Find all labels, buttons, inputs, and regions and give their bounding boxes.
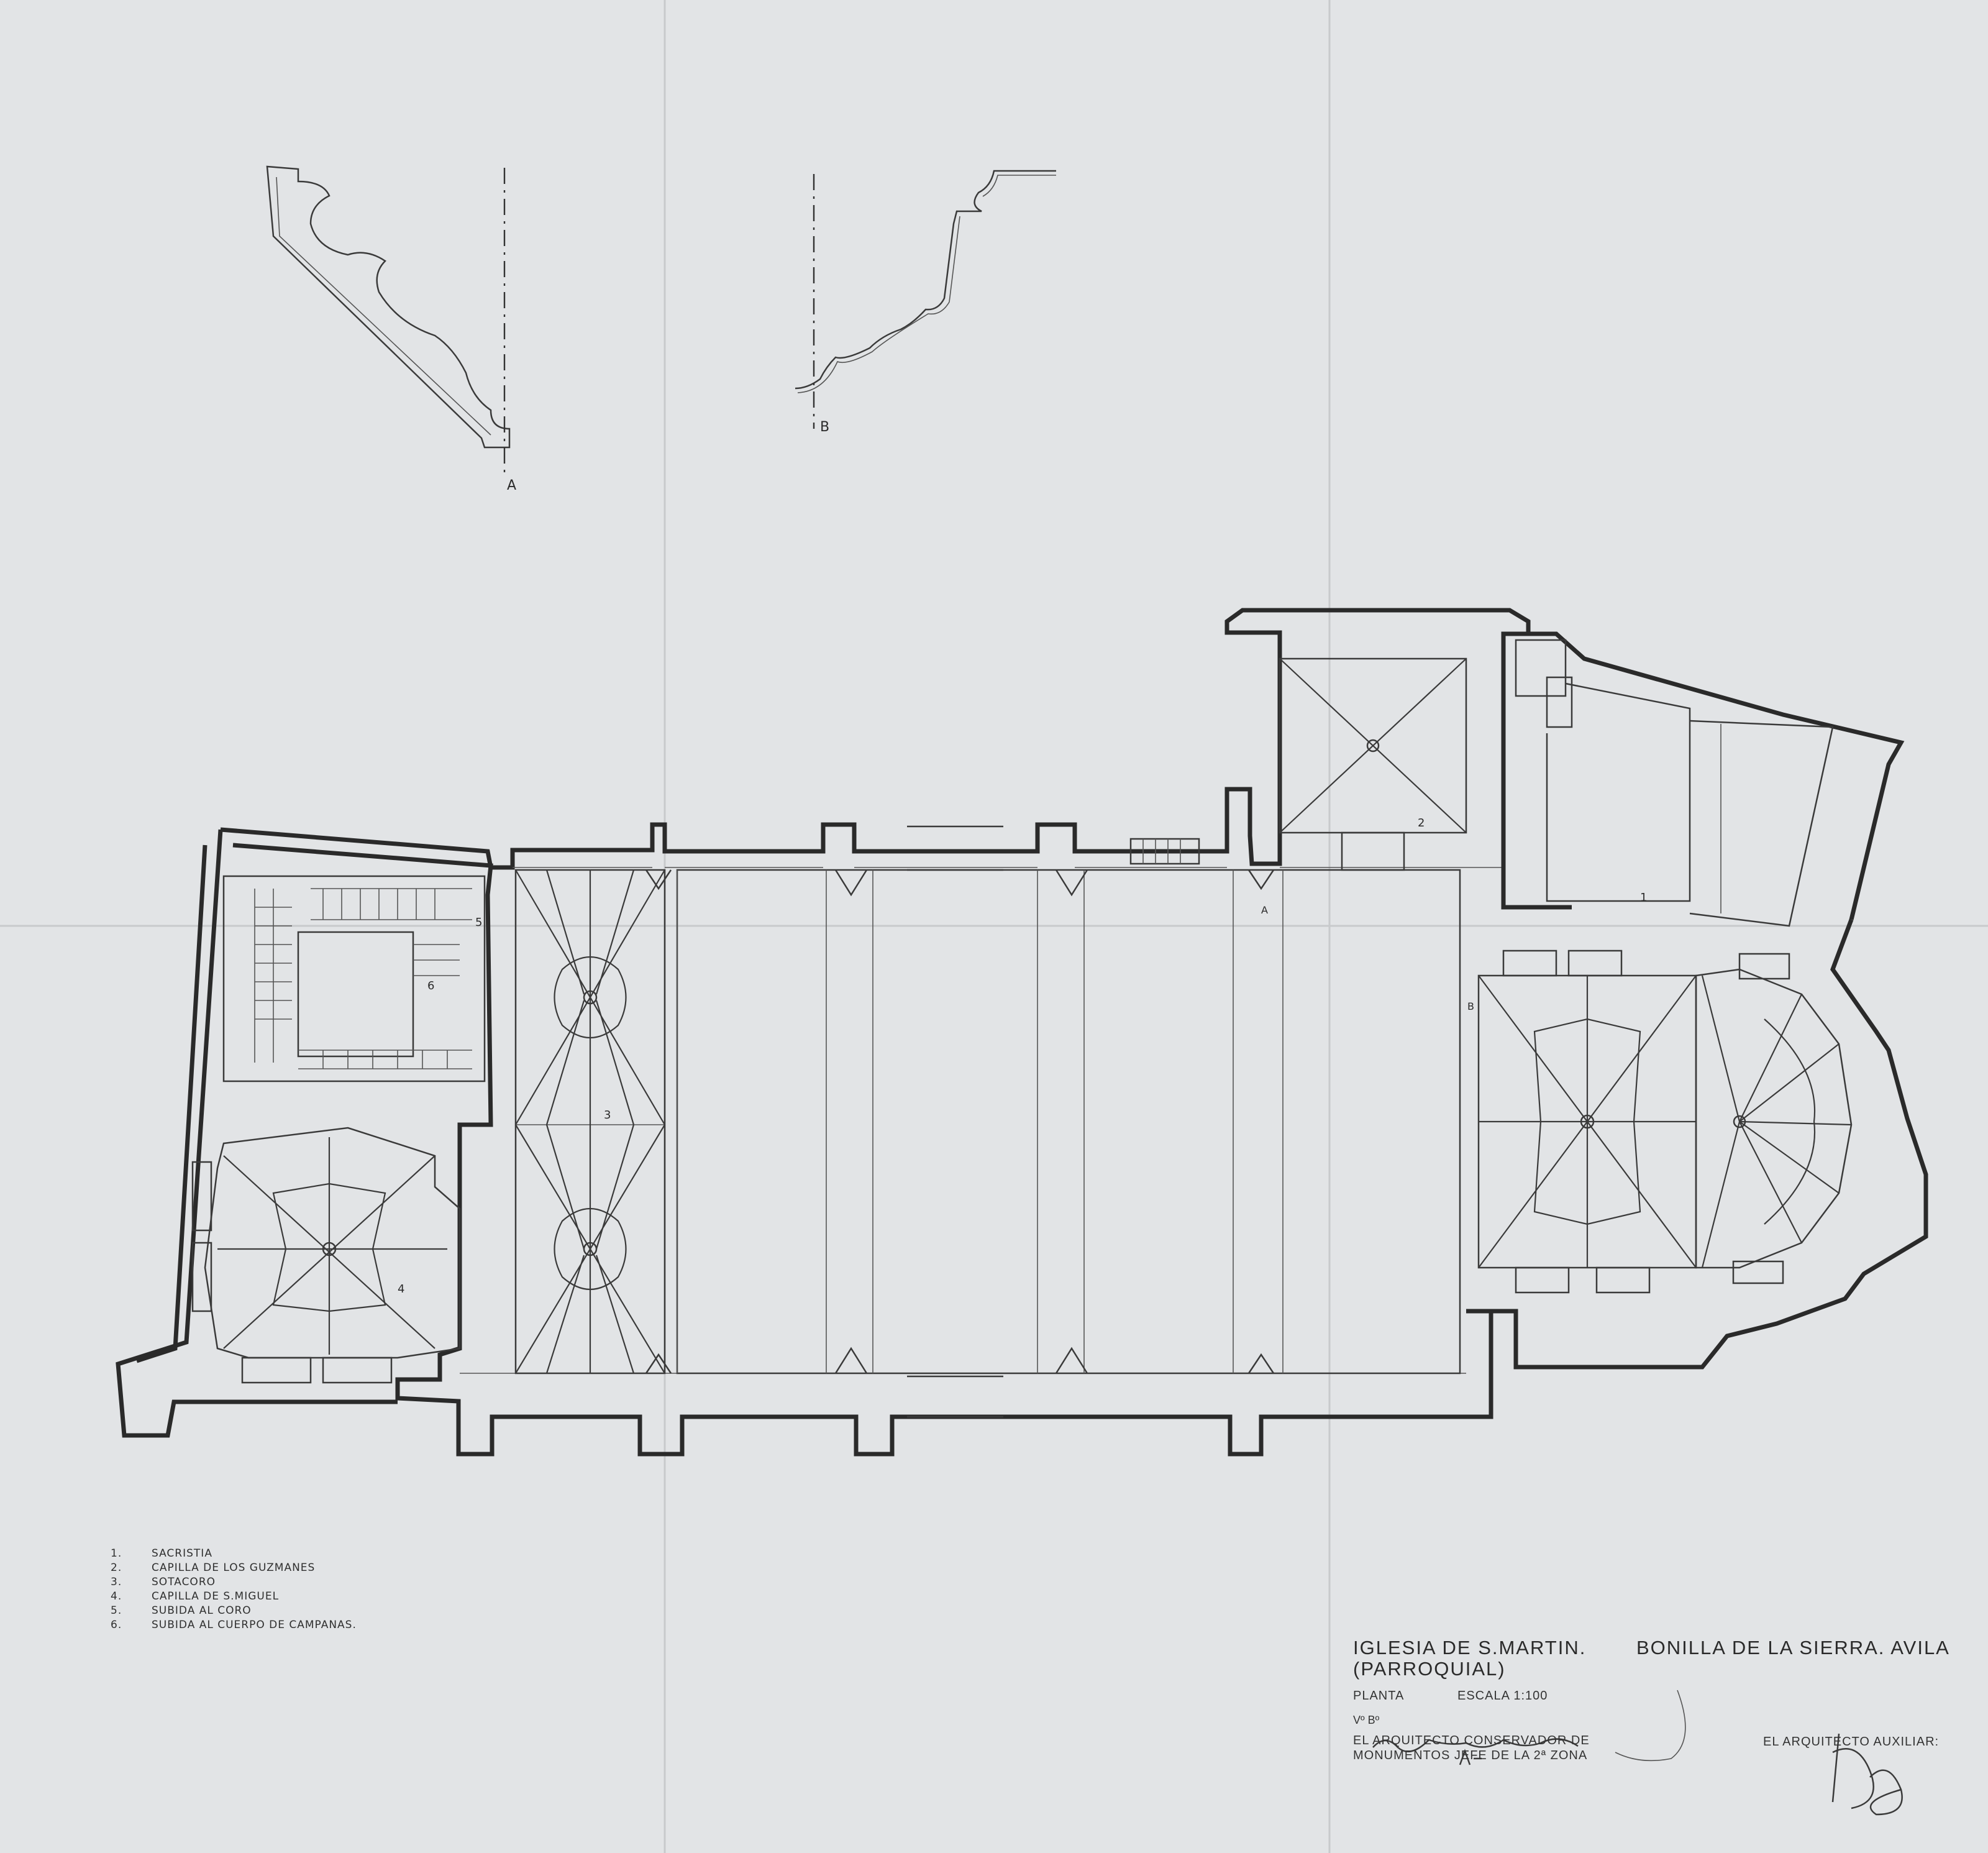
legend-number: 2. [111,1561,122,1574]
legend-item: 1. SACRISTIA [111,1546,357,1560]
legend-item: 6. SUBIDA AL CUERPO DE CAMPANAS. [111,1617,357,1632]
assistant-architect: EL ARQUITECTO AUXILIAR: [1763,1735,1940,1749]
plan-section-a: A [1261,904,1268,916]
moulding-profile-a: A [266,165,516,493]
legend-text: SUBIDA AL CUERPO DE CAMPANAS. [152,1618,357,1631]
drawing-type: PLANTA [1353,1689,1405,1703]
legend: 1. SACRISTIA 2. CAPILLA DE LOS GUZMANES 3.… [111,1546,357,1632]
title-church: IGLESIA DE S.MARTIN. [1353,1637,1587,1659]
plan-number-2: 2 [1418,817,1425,830]
capilla-guzmanes-vault: 2 [1279,657,1467,871]
sotacoro-vault: 3 [514,869,666,1375]
plan-number-6: 6 [427,979,434,992]
legend-number: 1. [111,1547,122,1560]
drawing-scale: ESCALA 1:100 [1457,1689,1548,1703]
chapel-san-miguel-vault: 4 [191,1127,461,1384]
legend-item: 3. SOTACORO [111,1575,357,1589]
legend-text: SUBIDA AL CORO [152,1604,252,1617]
apse-vault [1466,918,1928,1370]
legend-text: SACRISTIA [152,1547,212,1560]
legend-number: 6. [111,1618,122,1631]
plan-number-3: 3 [604,1109,611,1122]
legend-item: 5. SUBIDA AL CORO [111,1603,357,1617]
legend-number: 5. [111,1604,122,1617]
legend-text: SOTACORO [152,1575,216,1588]
legend-number: 4. [111,1590,122,1603]
sacristy: 1 [1501,631,1905,927]
presbytery-vault [1477,949,1697,1294]
legend-text: CAPILLA DE LOS GUZMANES [152,1561,316,1574]
moulding-profile-b: B [795,170,1056,435]
title-type: (PARROQUIAL) [1353,1658,1506,1680]
church-floor-plan: 5 6 4 [116,608,1928,1457]
legend-item: 4. CAPILLA DE S.MIGUEL [111,1589,357,1603]
pencil-bracket [1615,1690,1686,1762]
plan-section-b: B [1467,1000,1474,1012]
legend-text: CAPILLA DE S.MIGUEL [152,1590,280,1603]
signature-conservator [1372,1738,1579,1765]
signature-assistant [1831,1733,1903,1816]
plan-number-5: 5 [475,916,482,929]
section-label-b: B [820,419,829,435]
section-label-a: A [507,478,516,493]
title-location: BONILLA DE LA SIERRA. AVILA [1636,1637,1950,1659]
plan-number-4: 4 [398,1283,404,1296]
plan-number-1: 1 [1640,891,1647,904]
conservator-line-1: EL ARQUITECTO CONSERVADOR DE [1353,1734,1590,1747]
legend-item: 2. CAPILLA DE LOS GUZMANES [111,1560,357,1575]
legend-number: 3. [111,1575,122,1588]
approval-mark: Vº Bº [1353,1714,1380,1726]
conservator-line-2: MONUMENTOS JEFE DE LA 2ª ZONA [1353,1749,1588,1762]
